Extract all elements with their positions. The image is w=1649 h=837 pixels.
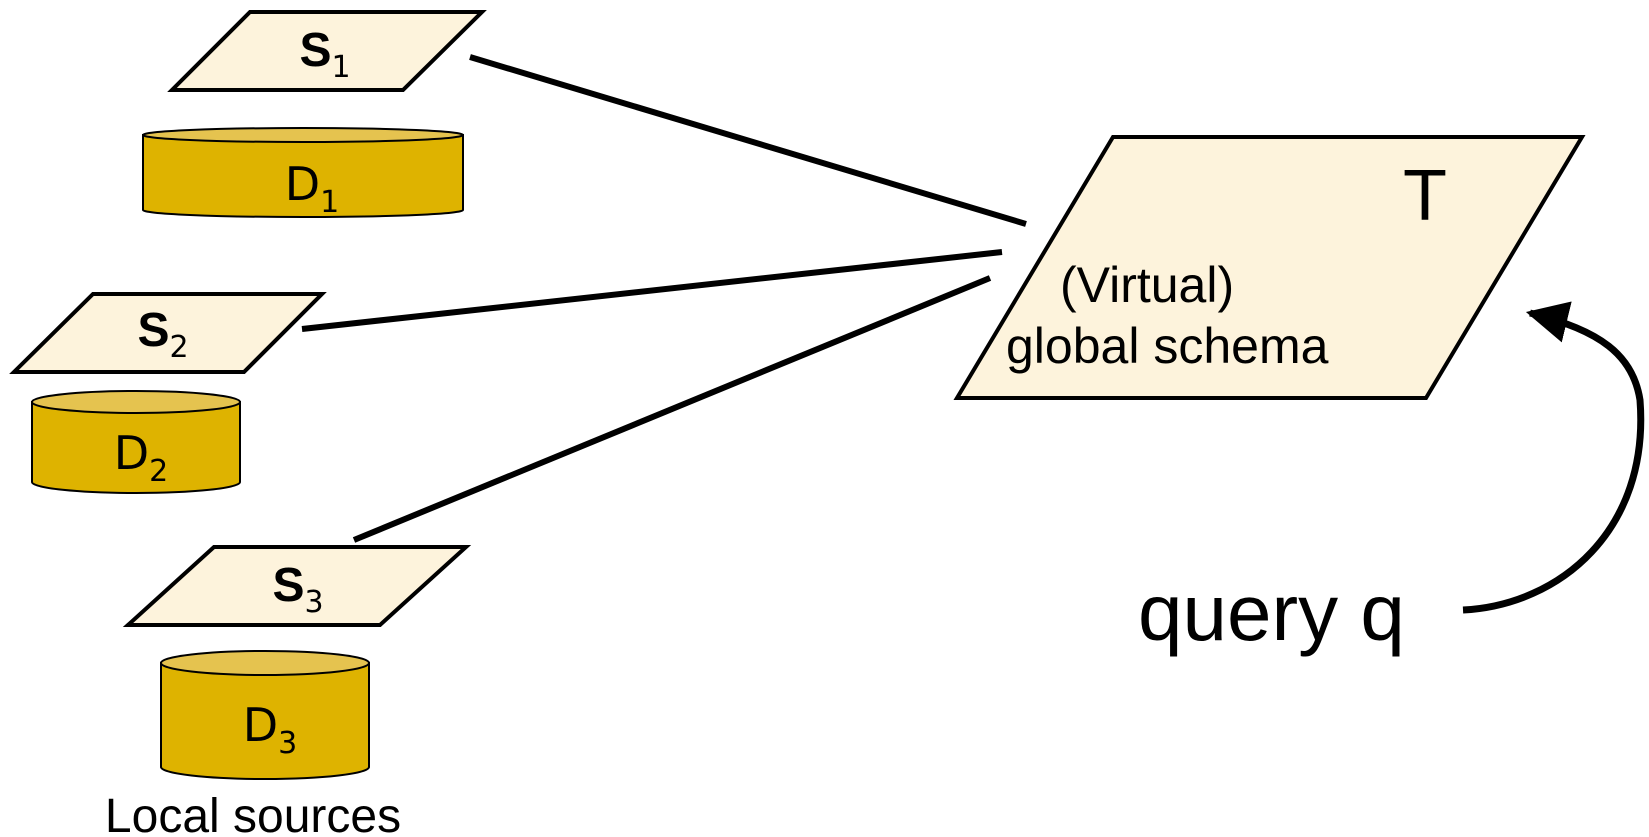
global-schema-name: T	[1403, 156, 1447, 236]
database-1-label: D1	[285, 157, 340, 220]
source-schema-2-label: S2	[137, 304, 188, 365]
local-sources-label: Local sources	[105, 790, 401, 837]
database-3-label: D3	[243, 698, 298, 761]
global-schema: T (Virtual) global schema	[953, 135, 1586, 400]
source-schema-3	[122, 545, 472, 627]
global-schema-description: global schema	[1006, 318, 1329, 374]
source-3: S3 D3	[122, 545, 472, 780]
query-arrow	[1462, 301, 1645, 614]
database-1: D1	[142, 127, 464, 220]
mapping-line-s3	[352, 275, 992, 543]
source-2: S2 D2	[9, 292, 327, 494]
source-1: S1 D1	[142, 10, 487, 220]
source-schema-1-label: S1	[299, 24, 350, 85]
global-schema-virtual-label: (Virtual)	[1060, 257, 1234, 313]
source-schema-1	[167, 10, 487, 92]
database-3: D3	[160, 650, 370, 780]
database-2-label: D2	[114, 426, 169, 489]
database-2: D2	[31, 390, 241, 494]
source-schema-2	[9, 292, 327, 374]
source-schema-3-label: S3	[272, 559, 323, 620]
mapping-line-s2	[301, 249, 1003, 332]
global-schema-shape	[953, 135, 1586, 400]
mapping-line-s1	[469, 54, 1027, 227]
query-label: query q	[1138, 568, 1405, 657]
